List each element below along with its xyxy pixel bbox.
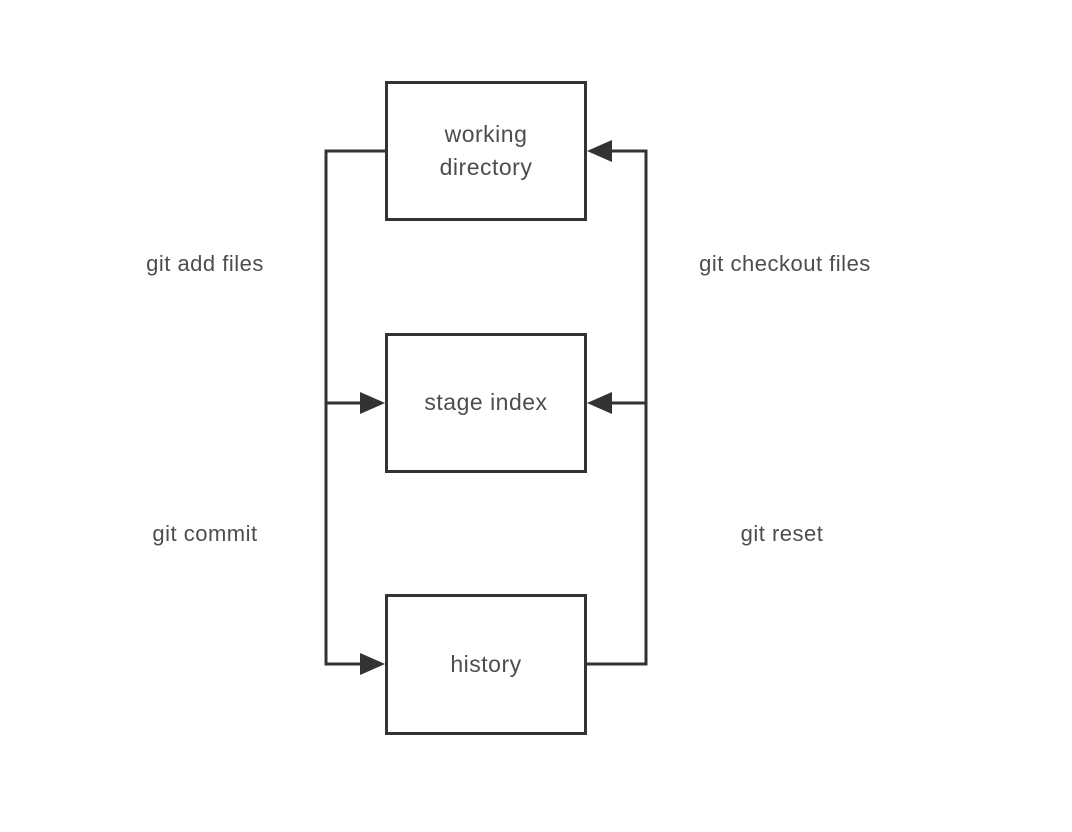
node-stage-index: stage index	[385, 333, 587, 473]
edge-right-trunk	[587, 149, 648, 666]
edge-label-git-checkout-files: git checkout files	[699, 251, 871, 276]
node-history-label: history	[450, 650, 522, 677]
edge-label-git-add-files: git add files	[146, 251, 264, 276]
edge-label-git-reset: git reset	[740, 521, 824, 546]
edge-left-trunk	[324, 149, 385, 666]
arrowhead-into-working-right-icon	[587, 140, 612, 162]
node-working-directory: working directory	[385, 81, 587, 221]
arrowhead-into-history-left-icon	[360, 653, 385, 675]
node-working-directory-label: working directory	[439, 120, 533, 180]
node-stage-index-label: stage index	[424, 389, 548, 416]
arrowhead-into-stage-right-icon	[587, 392, 612, 414]
arrowhead-into-stage-left-icon	[360, 392, 385, 414]
node-history: history	[385, 594, 587, 735]
edge-label-git-commit: git commit	[152, 521, 258, 546]
